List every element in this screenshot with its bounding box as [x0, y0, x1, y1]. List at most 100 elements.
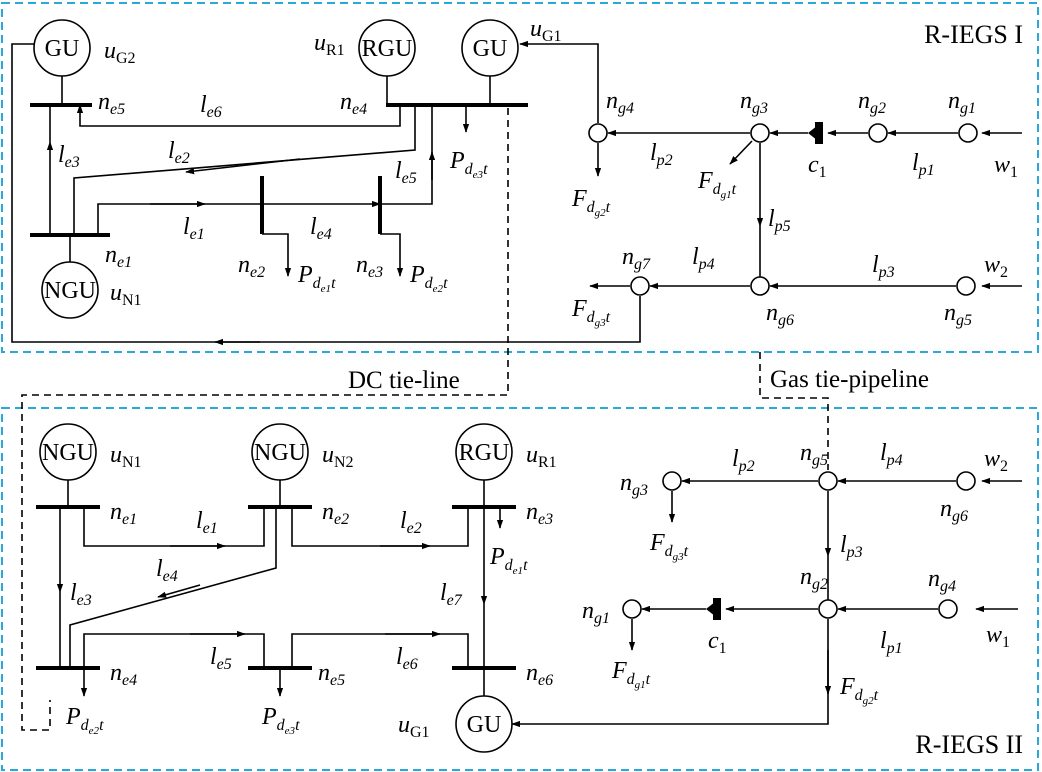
top-gen-gu2: [33, 19, 91, 77]
bottom-gas-node-g3: [662, 471, 682, 491]
top-load-d1: [262, 233, 292, 277]
dc-tie-label: DC tie-line: [348, 367, 460, 394]
bottom-line-e5-label: le5: [210, 644, 232, 673]
top-gen-gu1: [461, 19, 519, 77]
top-gas-to-gu1: [519, 40, 599, 123]
bottom-gas-load-g2-label: Fdg2t: [839, 674, 879, 707]
region-box-bottom: [1, 407, 1039, 771]
bottom-gen-ngu1: [39, 423, 97, 481]
top-gas: ng1 ng2 ng3 ng4 ng5 ng6 ng7 lp1 lp2 lp3 …: [11, 40, 1022, 346]
top-line-e5: [380, 105, 433, 205]
bottom-gen-gu1-label: uG1: [398, 712, 430, 741]
top-bus-e2-label: ne2: [238, 252, 265, 281]
bottom-bus-e5-label: ne5: [318, 660, 345, 689]
bottom-gas-to-gu1: [511, 619, 829, 728]
region-label-bottom: R-IEGS II: [915, 730, 1023, 759]
bottom-gas-node-g5-label: ng5: [800, 440, 828, 469]
top-compressor-label: c1: [808, 152, 827, 181]
bottom-gen-rgu1-label: uR1: [526, 442, 557, 471]
top-gas-node-g2: [868, 123, 888, 143]
top-gas-node-g4: [588, 123, 608, 143]
top-gas-node-g7: [630, 276, 650, 296]
bottom-line-e6: [291, 633, 469, 668]
top-line-e2-arrow: [185, 158, 301, 175]
top-electrical: GU uG2 RGU uR1 GU uG1 NGU uN1 ne5 ne4 ne…: [30, 16, 562, 319]
top-gen-ngu1: [41, 261, 99, 319]
bottom-gas-node-g4-label: ng4: [928, 566, 956, 595]
bottom-line-e1-label: le1: [196, 508, 218, 537]
bottom-gas-node-g2: [818, 599, 838, 619]
top-gas-node-g3: [750, 123, 770, 143]
top-load-d2: [380, 233, 404, 277]
region-box-top: [1, 2, 1039, 353]
bottom-line-e3-label: le3: [70, 580, 92, 609]
top-bus-e1-label: ne1: [105, 242, 132, 271]
top-line-e4-label: le4: [310, 214, 332, 243]
bottom-line-e4-arrow: [157, 584, 201, 598]
top-compressor-body: [815, 122, 823, 144]
top-pipe-p1-label: lp1: [912, 150, 935, 179]
bottom-well-w1-label: w1: [986, 622, 1010, 651]
bottom-gas-node-g6-label: ng6: [940, 496, 968, 525]
bottom-gen-rgu1-unit: RGU: [459, 440, 510, 466]
top-load-d1-label: Pde1t: [297, 262, 336, 295]
bottom-gas-load-g1-label: Fdg1t: [611, 658, 651, 691]
top-gas-load-g3-label: Fdg3t: [571, 296, 611, 329]
dc-tie-line: [21, 108, 509, 731]
bottom-gen-ngu2-label: uN2: [322, 442, 354, 471]
bottom-well-w2-label: w2: [984, 446, 1008, 475]
top-gen-rgu1: [358, 19, 416, 77]
top-line-e6: [76, 104, 401, 127]
bottom-pipe-p4-label: lp4: [880, 440, 903, 469]
top-gen-gu2-unit: GU: [45, 36, 80, 62]
bottom-gas-node-g6: [956, 471, 976, 491]
top-gas-node-g7-label: ng7: [622, 244, 651, 273]
top-pipe-p3-label: lp3: [872, 252, 895, 281]
top-gen-gu1-label: uG1: [530, 16, 562, 45]
top-gas-node-g4-label: ng4: [606, 88, 634, 117]
bottom-gen-ngu2-unit: NGU: [254, 440, 306, 466]
bottom-line-e5: [83, 633, 265, 668]
bottom-compressor-body: [713, 598, 721, 620]
bottom-line-e6-label: le6: [396, 644, 418, 673]
bottom-gen-ngu1-unit: NGU: [42, 440, 94, 466]
bottom-gas-node-g5: [818, 471, 838, 491]
top-bus-e5-label: ne5: [98, 89, 125, 118]
top-gas-load-g1: [729, 140, 753, 165]
top-gen-gu2-label: uG2: [104, 38, 136, 67]
bottom-load-d1-label: Pde1t: [489, 544, 528, 577]
top-pipe-p2-label: lp2: [650, 140, 673, 169]
bottom-line-e2-label: le2: [400, 508, 422, 537]
top-line-e1: [97, 203, 262, 235]
bottom-load-d2-label: Pde2t: [65, 704, 104, 737]
region-label-top: R-IEGS I: [924, 20, 1023, 49]
top-line-e5-label: le5: [395, 158, 417, 187]
bottom-gas-node-g2-label: ng2: [800, 564, 828, 593]
bottom-pipe-p2-label: lp2: [732, 446, 755, 475]
top-line-e2-label: le2: [168, 138, 190, 167]
top-pipe-p4-label: lp4: [692, 244, 715, 273]
gas-tie-label: Gas tie-pipeline: [770, 366, 929, 393]
bottom-gen-gu1-unit: GU: [467, 712, 502, 738]
top-bus-e3-label: ne3: [356, 252, 383, 281]
top-gas-node-g2-label: ng2: [858, 88, 886, 117]
top-line-e1-label: le1: [183, 214, 205, 243]
top-gen-rgu1-unit: RGU: [362, 36, 413, 62]
top-gen-gu1-unit: GU: [473, 36, 508, 62]
top-gas-node-g3-label: ng3: [740, 88, 768, 117]
bottom-line-e4: [69, 507, 277, 668]
top-gas-node-g6: [750, 276, 770, 296]
bottom-bus-e6-label: ne6: [526, 660, 553, 689]
gas-tie-pipeline: [759, 352, 829, 470]
bottom-gas-node-g1-label: ng1: [582, 598, 610, 627]
top-gen-ngu1-unit: NGU: [44, 278, 96, 304]
top-line-e3-label: le3: [58, 142, 80, 171]
top-well-w2-label: w2: [984, 252, 1008, 281]
top-gas-node-g6-label: ng6: [766, 300, 794, 329]
top-gen-rgu1-label: uR1: [314, 30, 345, 59]
top-gas-load-g2-label: Fdg2t: [571, 186, 611, 219]
bottom-bus-e3-label: ne3: [526, 499, 553, 528]
bottom-pipe-p1-label: lp1: [880, 628, 903, 657]
bottom-pipe-p3-label: lp3: [840, 532, 863, 561]
